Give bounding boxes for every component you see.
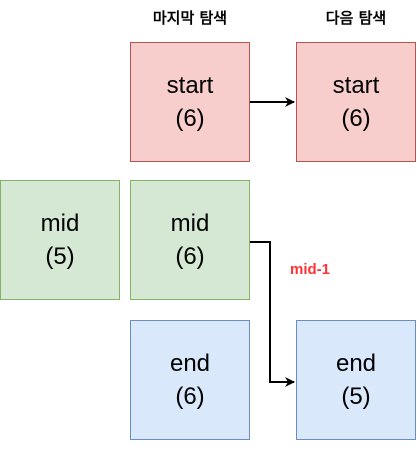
start-box-last-name: start [166,72,214,99]
end-box-last-name: end [169,350,211,377]
start-box-last: start (6) [130,42,250,162]
mid-box-last-name: mid [170,210,210,237]
end-box-last-value: (6) [175,383,205,410]
start-box-next-name: start [332,72,380,99]
start-box-last-value: (6) [175,105,205,132]
end-box-next: end (5) [296,320,416,440]
mid-box-prev-name: mid [40,210,80,237]
end-box-next-value: (5) [341,383,371,410]
last-search-header: 마지막 탐색 [152,9,228,27]
mid-box-last: mid (6) [130,180,250,300]
mid-box-prev: mid (5) [0,180,120,300]
mid-box-prev-value: (5) [45,243,75,270]
start-box-next: start (6) [296,42,416,162]
end-box-last: end (6) [130,320,250,440]
end-box-next-name: end [335,350,377,377]
start-box-next-value: (6) [341,105,371,132]
mid-minus-one-label: mid-1 [290,261,331,278]
mid-box-last-value: (6) [175,243,205,270]
mid-to-end-arrow [250,241,295,387]
next-search-header: 다음 탐색 [325,9,387,27]
